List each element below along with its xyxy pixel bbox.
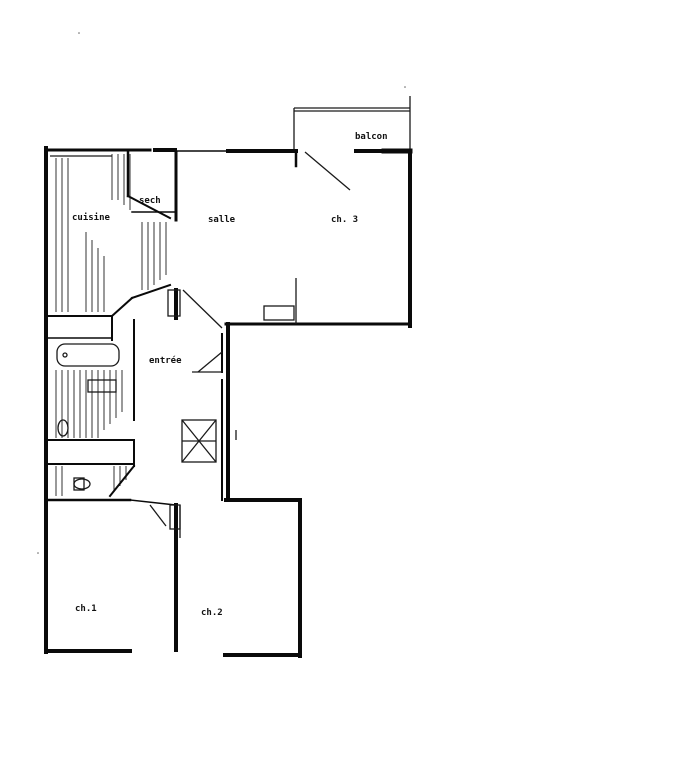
radiator-icon [263, 305, 295, 321]
bathroom-hatch [55, 370, 127, 496]
room-labels: balcon cuisine sech salle ch. 3 entrée c… [72, 132, 388, 618]
washbasin-icon [87, 379, 117, 393]
toilet-icon [73, 478, 91, 490]
room-label-bedroom3: ch. 3 [331, 215, 358, 225]
toilet-icon [57, 419, 69, 437]
room-label-bedroom2: ch.2 [201, 608, 223, 618]
doors [50, 151, 351, 538]
room-label-living: salle [208, 215, 236, 225]
room-label-entrance: entrée [149, 355, 182, 366]
fixtures [56, 289, 295, 530]
walls [44, 146, 413, 658]
room-label-dryer: sech [139, 196, 161, 206]
kitchen-hatch [55, 154, 167, 312]
balcony [293, 96, 411, 150]
room-label-balcony: balcon [355, 132, 388, 142]
room-label-kitchen: cuisine [72, 212, 111, 223]
bathtub-icon [56, 343, 120, 367]
scan-specks [37, 32, 406, 554]
room-label-bedroom1: ch.1 [75, 604, 97, 614]
